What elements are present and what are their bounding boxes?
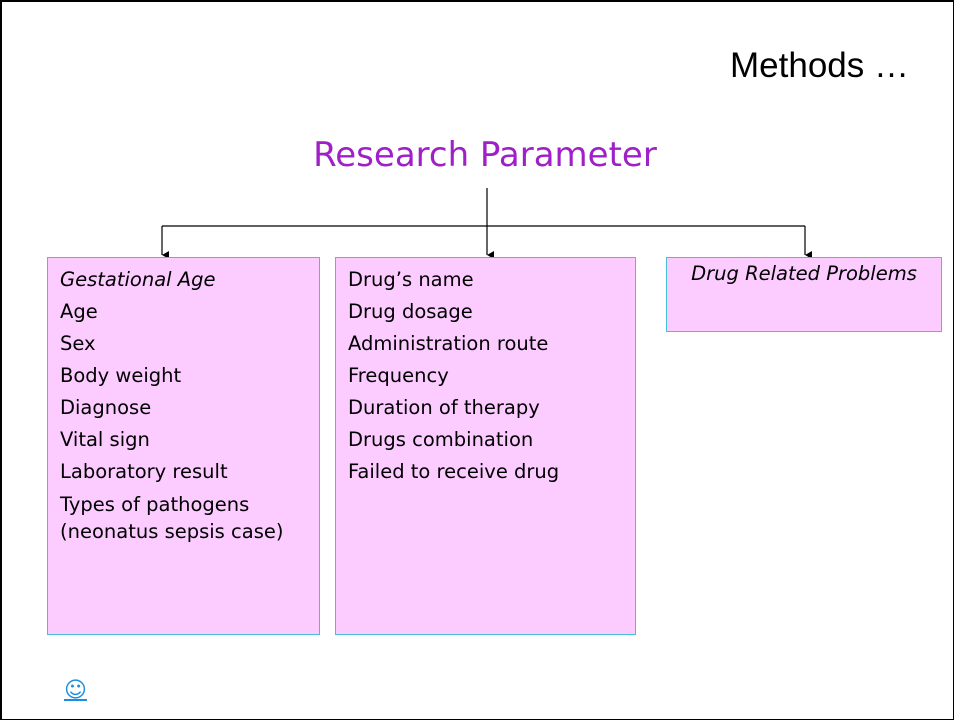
diagram-title: Research Parameter bbox=[313, 135, 657, 175]
list-item: Drug dosage bbox=[348, 300, 473, 323]
list-item: Drug’s name bbox=[348, 268, 474, 291]
list-item: Sex bbox=[60, 332, 96, 355]
list-item: Diagnose bbox=[60, 396, 152, 419]
list-item: Failed to receive drug bbox=[348, 460, 560, 483]
box-header: Gestational Age bbox=[60, 268, 216, 291]
list-item: Administration route bbox=[348, 332, 549, 355]
list-item: Types of pathogens (neonatus sepsis case… bbox=[60, 493, 284, 543]
list-item: Duration of therapy bbox=[348, 396, 540, 419]
list-item: Body weight bbox=[60, 364, 182, 387]
box-header: Drug Related Problems bbox=[691, 262, 917, 285]
list-item: Frequency bbox=[348, 364, 449, 387]
list-item: Laboratory result bbox=[60, 460, 228, 483]
drug-parameters-box: Drug’s name Drug dosage Administration r… bbox=[335, 257, 636, 635]
patient-parameters-box: Gestational Age Age Sex Body weight Diag… bbox=[47, 257, 320, 635]
drug-problems-box: Drug Related Problems bbox=[666, 257, 942, 332]
list-item: Age bbox=[60, 300, 98, 323]
list-item: Vital sign bbox=[60, 428, 150, 451]
list-item: Drugs combination bbox=[348, 428, 534, 451]
slide-heading: Methods … bbox=[730, 46, 909, 85]
smiley-link[interactable]: ☺ bbox=[64, 678, 87, 703]
